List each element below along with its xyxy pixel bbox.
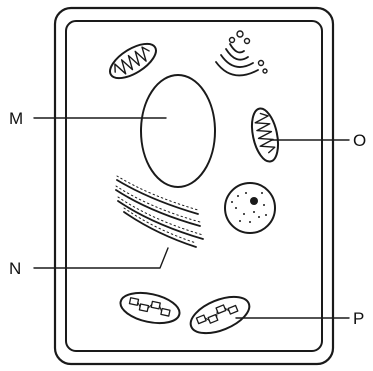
cell-membrane bbox=[66, 21, 322, 351]
label-p: P bbox=[353, 309, 364, 328]
nucleus bbox=[225, 183, 275, 233]
mitochondrion-right bbox=[248, 106, 283, 164]
golgi-apparatus bbox=[216, 31, 267, 75]
label-m: M bbox=[9, 109, 23, 128]
chloroplast-left bbox=[118, 288, 183, 328]
mitochondrion-top bbox=[105, 37, 162, 85]
chloroplast-right bbox=[186, 289, 255, 340]
cell-wall bbox=[55, 8, 333, 364]
label-n: N bbox=[9, 259, 21, 278]
label-o: O bbox=[353, 131, 366, 150]
vacuole bbox=[141, 75, 215, 187]
endoplasmic-reticulum bbox=[116, 176, 203, 247]
